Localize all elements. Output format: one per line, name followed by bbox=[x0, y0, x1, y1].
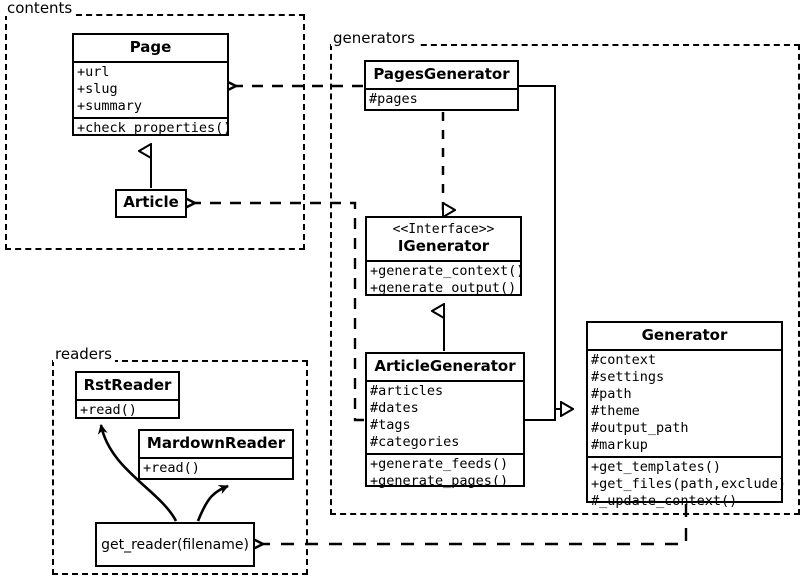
class-rst-reader-operations: +read() bbox=[77, 399, 178, 421]
package-generators-label: generators bbox=[331, 30, 418, 46]
class-page-title: Page bbox=[129, 38, 172, 56]
node-get-reader[interactable]: get_reader(filename) bbox=[95, 522, 255, 567]
class-generator-operations: +get_templates() +get_files(path,exclude… bbox=[588, 456, 787, 512]
attribute-row: #output_path bbox=[591, 420, 689, 436]
attribute-row: +slug bbox=[77, 81, 118, 97]
attribute-row: #context bbox=[591, 352, 657, 368]
class-article[interactable]: Article bbox=[115, 189, 187, 218]
attribute-row: #dates bbox=[370, 400, 419, 416]
class-mardown-reader-title: MardownReader bbox=[146, 434, 286, 452]
package-contents bbox=[5, 14, 305, 250]
operation-row: +generate_context() bbox=[370, 263, 525, 279]
class-page[interactable]: Page +url +slug +summary +check_properti… bbox=[72, 33, 232, 139]
class-igenerator-name: IGenerator bbox=[397, 237, 490, 255]
attribute-row: +url bbox=[77, 64, 110, 80]
class-generator[interactable]: Generator #context #settings #path #them… bbox=[586, 321, 786, 509]
class-article-generator-attributes: #articles #dates #tags #categories bbox=[367, 380, 523, 453]
class-mardown-reader[interactable]: MardownReader +read() bbox=[138, 429, 294, 480]
class-article-generator[interactable]: ArticleGenerator #articles #dates #tags … bbox=[365, 352, 525, 489]
package-readers-label: readers bbox=[53, 346, 115, 362]
package-readers bbox=[52, 360, 308, 575]
class-igenerator-operations: +generate_context() +generate_output() bbox=[367, 260, 525, 299]
class-rst-reader[interactable]: RstReader +read() bbox=[75, 371, 180, 419]
attribute-row: #categories bbox=[370, 434, 460, 450]
class-rst-reader-title: RstReader bbox=[83, 376, 172, 394]
attribute-row: #markup bbox=[591, 437, 648, 453]
attribute-row: #path bbox=[591, 386, 632, 402]
node-get-reader-label: get_reader(filename) bbox=[101, 536, 249, 553]
operation-row: +check_properties() bbox=[77, 120, 232, 136]
package-contents-label: contents bbox=[5, 0, 76, 16]
class-page-attributes: +url +slug +summary bbox=[74, 61, 227, 117]
attribute-row: #pages bbox=[369, 91, 418, 107]
operation-row: #_update_context() bbox=[591, 493, 738, 509]
class-pages-generator[interactable]: PagesGenerator #pages bbox=[364, 60, 519, 111]
class-page-operations: +check_properties() bbox=[74, 117, 232, 139]
operation-row: +generate_feeds() bbox=[370, 456, 509, 472]
class-article-generator-operations: +generate_feeds() +generate_pages() bbox=[367, 453, 523, 492]
operation-row: +get_files(path,exclude) bbox=[591, 476, 787, 492]
attribute-row: +summary bbox=[77, 98, 143, 114]
attribute-row: #settings bbox=[591, 369, 665, 385]
class-pages-generator-title: PagesGenerator bbox=[373, 65, 510, 83]
operation-row: +read() bbox=[80, 402, 137, 418]
class-article-title: Article bbox=[123, 193, 179, 211]
operation-row: +get_templates() bbox=[591, 459, 722, 475]
operation-row: +read() bbox=[143, 460, 200, 476]
class-generator-attributes: #context #settings #path #theme #output_… bbox=[588, 349, 781, 456]
class-generator-title: Generator bbox=[641, 326, 728, 344]
attribute-row: #theme bbox=[591, 403, 640, 419]
operation-row: +generate_output() bbox=[370, 280, 517, 296]
attribute-row: #tags bbox=[370, 417, 411, 433]
class-pages-generator-attributes: #pages bbox=[366, 88, 517, 110]
class-igenerator[interactable]: <<Interface>> IGenerator +generate_conte… bbox=[365, 216, 525, 299]
operation-row: +generate_pages() bbox=[370, 473, 509, 489]
class-igenerator-title: <<Interface>> IGenerator bbox=[367, 218, 520, 260]
class-igenerator-stereotype: <<Interface>> bbox=[392, 222, 495, 237]
attribute-row: #articles bbox=[370, 383, 444, 399]
class-mardown-reader-operations: +read() bbox=[140, 457, 292, 479]
class-article-generator-title: ArticleGenerator bbox=[374, 357, 516, 375]
